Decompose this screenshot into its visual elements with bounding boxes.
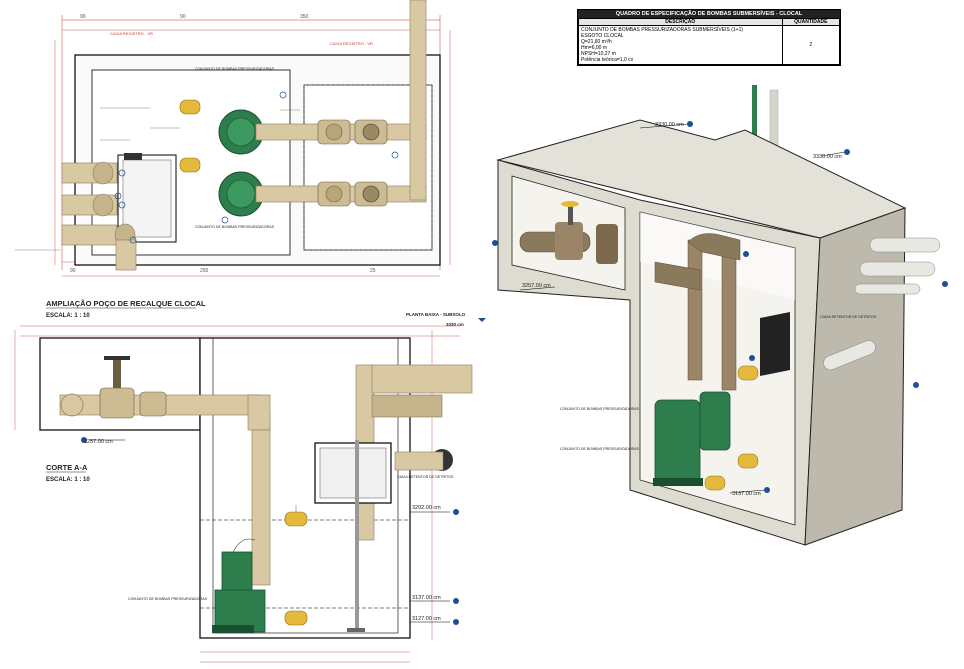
iso-level-side: 3257.00 cm [522, 283, 551, 289]
plan-label-box2: CAIXA REGISTRO - VR [330, 41, 373, 46]
section-title: AMPLIAÇÃO POÇO DE RECALQUE CLOCAL [46, 299, 206, 308]
plan-bdim-4: 25 [370, 268, 376, 274]
plan-label-box1: CAIXA REGISTRO - VR [110, 31, 153, 36]
section-aa: AMPLIAÇÃO POÇO DE RECALQUE CLOCAL ESCALA… [14, 299, 486, 663]
spec-desc-line: Potência teórica=1,0 cv [581, 57, 634, 63]
spec-table: QUADRO DE ESPECIFICAÇÃO DE BOMBAS SUBMER… [577, 9, 841, 66]
spec-desc-line: Hm=6,00 m [581, 45, 607, 51]
spec-table-title: QUADRO DE ESPECIFICAÇÃO DE BOMBAS SUBMER… [578, 10, 840, 18]
plan-dim-3: 350 [300, 14, 309, 20]
plan-bdim-1: 90 [70, 268, 76, 274]
spec-desc-line: Q=21,60 m³/h [581, 39, 612, 45]
section-label-pump: CONJUNTO DE BOMBAS PRESSURIZADORAS [128, 597, 208, 601]
plan-label-pump-top: CONJUNTO DE BOMBAS PRESSURIZADORAS [195, 67, 275, 71]
plan-label-pump-bottom: CONJUNTO DE BOMBAS PRESSURIZADORAS [195, 225, 275, 229]
spec-desc-cell: CONJUNTO DE BOMBAS PRESSURIZADORAS SUBME… [578, 25, 783, 65]
spec-table-grid: DESCRIÇÃO QUANTIDADE CONJUNTO DE BOMBAS … [578, 18, 841, 65]
plan-dim-1: 90 [80, 14, 86, 20]
iso-view: 3330.00 cm 3330.00 cm 3257.00 cm 3137.00… [492, 85, 948, 546]
spec-qty-cell: 2 [781, 25, 841, 65]
iso-label-box: CAIXA RETENTOR DE DETRITOS [820, 315, 877, 319]
spec-desc-line: ESGOTO CLOCAL [581, 33, 624, 39]
iso-level-top2: 3330.00 cm [813, 154, 842, 160]
section-aa-scale: ESCALA: 1 : 10 [46, 477, 90, 483]
spec-desc-line: CONJUNTO DE BOMBAS PRESSURIZADORAS SUBME… [581, 27, 744, 33]
section-basement-label: PLANTA BAIXA - SUBSOLO [406, 312, 466, 317]
iso-level-bottom: 3137.00 cm [732, 491, 761, 497]
spec-col-desc: DESCRIÇÃO [578, 18, 783, 26]
plan-view: 90 90 350 25 [15, 0, 451, 277]
plan-dim-2: 90 [180, 14, 186, 20]
section-level-mid: 3202.00 cm [412, 505, 441, 511]
spec-col-qty: QUANTIDADE [781, 18, 841, 26]
section-scale: ESCALA: 1 : 10 [46, 313, 90, 319]
iso-label-pump2: CONJUNTO DE BOMBAS PRESSURIZADORAS [560, 447, 640, 451]
iso-level-top1: 3330.00 cm [655, 122, 684, 128]
section-label-box: CAIXA RETENTOR DE DETRITOS [397, 475, 454, 479]
section-aa-title: CORTE A-A [46, 463, 88, 472]
spec-desc-line: NPSH=10,27 m [581, 51, 616, 57]
section-basement-value: 3330 cm [446, 322, 464, 327]
section-level-bottom: 3127.00 cm [412, 616, 441, 622]
section-level-top: 3257.00 cm [84, 439, 113, 445]
table-row: CONJUNTO DE BOMBAS PRESSURIZADORAS SUBME… [578, 25, 841, 65]
section-level-low: 3137.00 cm [412, 595, 441, 601]
plan-bdim-3: 250 [200, 268, 209, 274]
iso-label-pump1: CONJUNTO DE BOMBAS PRESSURIZADORAS [560, 407, 640, 411]
